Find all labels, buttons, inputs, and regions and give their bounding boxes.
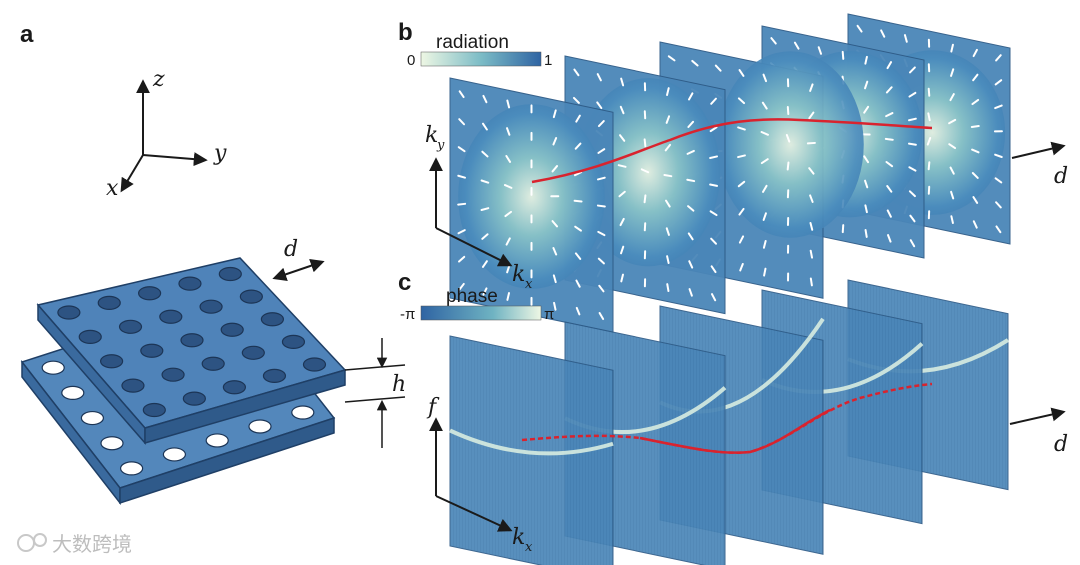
colorbar-radiation-min: 0: [407, 52, 415, 69]
colorbar-radiation-max: 1: [544, 52, 552, 69]
field-dash: [866, 230, 867, 237]
coordinate-axes: [122, 82, 205, 190]
hole: [219, 268, 241, 281]
watermark-text: 大数跨境: [52, 532, 132, 556]
field-dash: [645, 139, 646, 146]
colorbar-phase-max: π: [544, 306, 554, 323]
field-dash: [598, 206, 605, 207]
colorbar-radiation-title: radiation: [436, 32, 509, 53]
panel-label-c: c: [398, 269, 411, 296]
hole: [223, 381, 245, 394]
hole: [263, 369, 285, 382]
field-dash: [811, 251, 812, 258]
panel-c-f-label: f: [426, 395, 440, 420]
hole: [282, 335, 304, 348]
hole: [240, 290, 262, 303]
hole: [160, 310, 182, 323]
axis-x-label: x: [106, 176, 119, 201]
colorbar-phase-title: phase: [446, 286, 498, 307]
hole: [81, 412, 103, 425]
field-dash: [687, 180, 694, 181]
panel-c-kx-sub: x: [525, 540, 533, 555]
panel-label-a: a: [20, 21, 34, 48]
hole: [101, 355, 123, 368]
hole: [162, 368, 184, 381]
hole: [42, 361, 64, 374]
hole: [202, 357, 224, 370]
hole: [200, 300, 222, 313]
field-dash: [811, 278, 812, 285]
hole: [139, 287, 161, 300]
field-dash: [909, 144, 916, 145]
field-dash: [764, 269, 765, 276]
field-dash: [929, 89, 930, 96]
field-dash: [710, 185, 717, 186]
axis-y-label: y: [213, 141, 227, 166]
field-dash: [929, 162, 930, 169]
hole: [98, 296, 120, 309]
hole: [221, 323, 243, 336]
hole: [121, 462, 143, 475]
field-dash: [788, 163, 789, 170]
hole: [141, 344, 163, 357]
hole: [249, 420, 271, 433]
slab-h-label: h: [392, 372, 406, 397]
hole: [242, 346, 264, 359]
colorbar-phase-min: -π: [400, 306, 415, 323]
hole: [179, 277, 201, 290]
field-dash: [972, 126, 979, 127]
hole: [62, 386, 84, 399]
field-dash: [575, 201, 582, 202]
slab-d-label: d: [284, 237, 298, 262]
panel-c-d-label: d: [1054, 432, 1068, 457]
panel-b-d-label: d: [1054, 164, 1068, 189]
hole: [120, 320, 142, 333]
hole: [101, 437, 123, 450]
panel-label-b: b: [398, 19, 413, 46]
hole: [292, 406, 314, 419]
field-dash: [928, 113, 929, 120]
hole: [143, 404, 165, 417]
panel-b-kx-sub: x: [525, 277, 533, 292]
hole: [163, 448, 185, 461]
field-dash: [664, 175, 671, 176]
watermark-logo: 大数跨境: [18, 532, 132, 556]
colorbar-radiation: radiation 0 1: [407, 32, 552, 69]
field-dash: [645, 195, 646, 202]
hole: [206, 434, 228, 447]
field-dash: [458, 204, 465, 205]
field-dash: [667, 284, 668, 291]
hole: [79, 330, 101, 343]
hole: [122, 379, 144, 392]
axis-z-label: z: [152, 67, 165, 92]
hole: [183, 392, 205, 405]
hole: [58, 306, 80, 319]
hole: [261, 313, 283, 326]
hole: [303, 358, 325, 371]
phase-slices: [450, 280, 1008, 565]
panel-c-kx-label: k: [512, 525, 525, 550]
phase-slice: [450, 336, 613, 565]
hole: [181, 334, 203, 347]
field-dash: [886, 139, 893, 140]
panel-b-ky-sub: y: [436, 138, 445, 153]
period-d-arrow: [275, 262, 322, 278]
panel-b-kx-label: k: [512, 262, 525, 287]
field-dash: [843, 52, 844, 59]
